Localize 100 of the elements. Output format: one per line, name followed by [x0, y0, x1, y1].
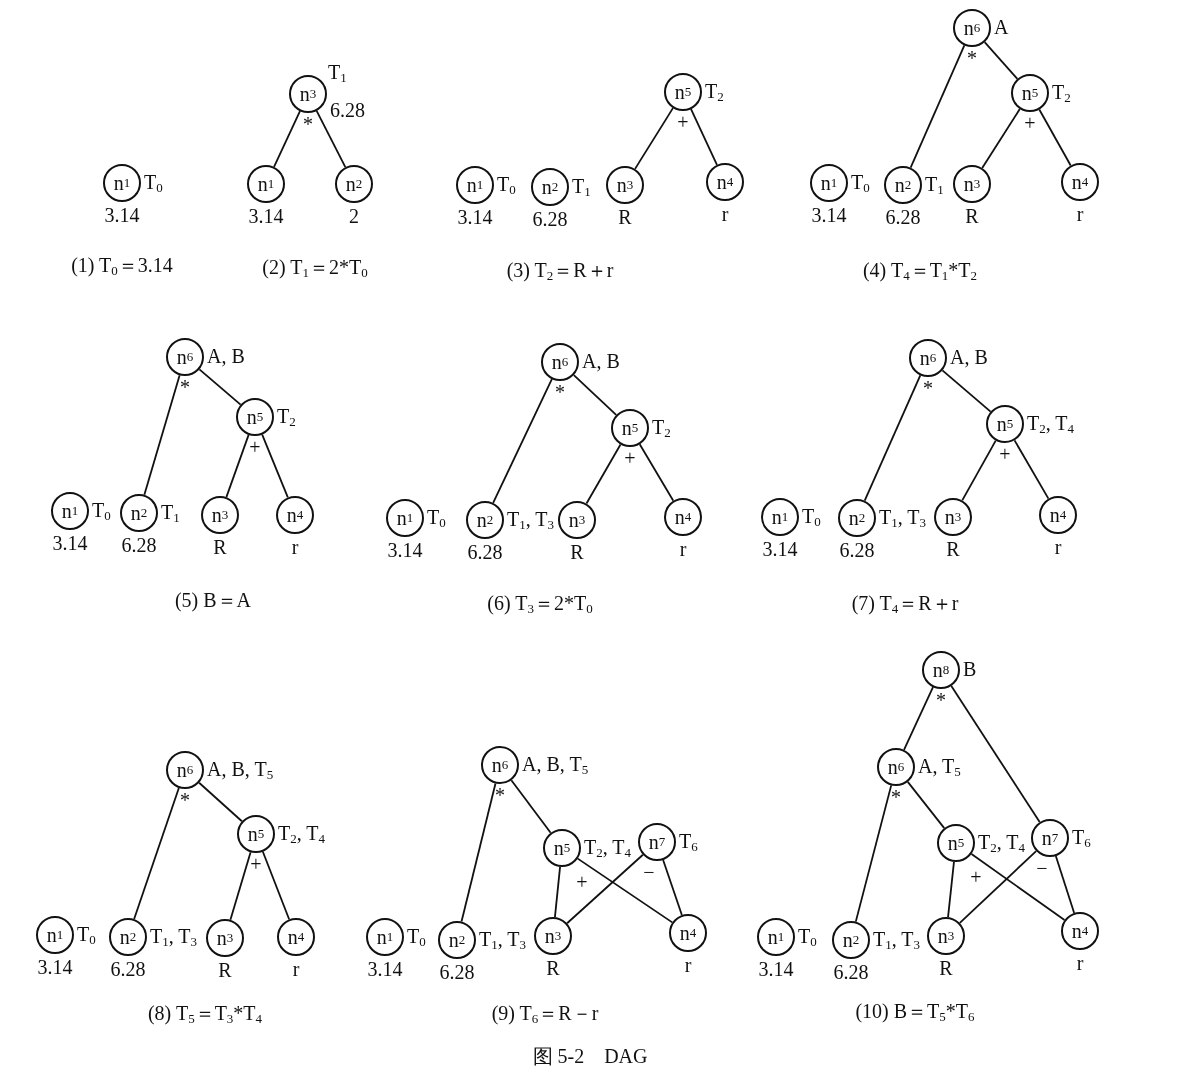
node-value: 6.28 — [885, 207, 921, 227]
edge-line — [198, 781, 243, 823]
node-value: 3.14 — [37, 957, 73, 977]
node-annotation: T$_{2}$, T$_{4}$ — [278, 823, 326, 843]
edge-line — [909, 44, 966, 169]
subfigure-caption: (1) T$_{0}$＝3.14 — [71, 255, 173, 275]
operator-symbol: + — [677, 112, 689, 132]
node-annotation: T$_{2}$, T$_{4}$ — [1027, 413, 1075, 433]
node-value: 3.14 — [457, 207, 493, 227]
node-annotation: T$_{1}$ — [572, 176, 591, 196]
operator-symbol: * — [891, 787, 901, 807]
subfigure-caption: (4) T$_{4}$＝T$_{1}$*T$_{2}$ — [862, 260, 978, 280]
node-annotation: A, B — [207, 346, 245, 366]
node-annotation: T$_{6}$ — [1072, 827, 1091, 847]
subfigure-caption: (10) B＝T$_{5}$*T$_{6}$ — [855, 1001, 975, 1021]
operator-symbol: − — [1036, 858, 1048, 878]
operator-symbol: + — [249, 437, 261, 457]
edge-line — [690, 108, 718, 166]
operator-symbol: + — [250, 854, 262, 874]
node-annotation: T$_{2}$, T$_{4}$ — [978, 832, 1026, 852]
edge-line — [1038, 108, 1072, 167]
node-annotation: T$_{1}$, T$_{3}$ — [873, 929, 921, 949]
node-value: r — [679, 539, 687, 559]
node-annotation: T$_{2}$ — [1052, 82, 1071, 102]
node-value: r — [721, 204, 729, 224]
edge-line — [261, 433, 289, 499]
edge-line — [133, 787, 180, 920]
edge-line — [903, 686, 934, 751]
node-value: 2 — [349, 206, 359, 226]
node-value: 6.28 — [833, 962, 869, 982]
subfigure-caption: (7) T$_{4}$＝R＋r — [851, 593, 959, 613]
edge-line — [638, 443, 675, 502]
node-value: 6.28 — [439, 962, 475, 982]
node-annotation: T$_{0}$ — [497, 174, 516, 194]
operator-symbol: + — [576, 872, 588, 892]
edge-line — [576, 857, 674, 924]
edge-line — [554, 866, 561, 918]
edge-line — [572, 374, 618, 416]
node-annotation: T$_{6}$ — [679, 831, 698, 851]
edge-line — [198, 368, 242, 406]
node-annotation: T$_{0}$ — [77, 924, 96, 944]
node-annotation: T$_{0}$ — [407, 926, 426, 946]
edge-line — [273, 110, 301, 168]
node-value: r — [1076, 204, 1084, 224]
operator-symbol: * — [967, 48, 977, 68]
node-value: 3.14 — [811, 205, 847, 225]
node-value: R — [546, 958, 560, 978]
node-annotation: A, B — [950, 347, 988, 367]
node-annotation: T$_{1}$, T$_{3}$ — [879, 507, 927, 527]
node-value: 3.14 — [52, 533, 88, 553]
node-annotation: A, B, T$_{5}$ — [522, 754, 589, 774]
operator-symbol: * — [303, 114, 313, 134]
node-value: R — [570, 542, 584, 562]
node-value: R — [218, 960, 232, 980]
node-value: 6.28 — [532, 209, 568, 229]
edge-line — [854, 784, 893, 923]
operator-symbol: * — [495, 785, 505, 805]
node-annotation: T$_{0}$ — [427, 507, 446, 527]
node-value: r — [1076, 953, 1084, 973]
figure-caption: 图 5-2 DAG — [532, 1046, 648, 1066]
node-value: 3.14 — [104, 205, 140, 225]
node-annotation: T$_{1}$, T$_{3}$ — [479, 929, 527, 949]
node-value: 6.28 — [110, 959, 146, 979]
edge-line — [950, 685, 1041, 823]
operator-symbol: + — [1024, 113, 1036, 133]
node-value: 6.28 — [330, 100, 365, 120]
node-value: r — [291, 537, 299, 557]
node-annotation: T$_{0}$ — [802, 506, 821, 526]
edge-line — [906, 781, 946, 829]
edge-line — [510, 779, 552, 834]
edge-line — [262, 850, 290, 921]
edge-line — [941, 369, 992, 413]
subfigure-caption: (5) B＝A — [174, 590, 252, 610]
edge-line — [981, 108, 1021, 169]
subfigure-caption: (9) T$_{6}$＝R－r — [491, 1003, 599, 1023]
edge-line — [566, 853, 644, 925]
node-annotation: T$_{2}$, T$_{4}$ — [584, 837, 632, 857]
operator-symbol: * — [555, 382, 565, 402]
node-value: 6.28 — [839, 540, 875, 560]
node-annotation: T$_{0}$ — [144, 172, 163, 192]
edge-line — [970, 853, 1066, 921]
edge-line — [229, 851, 252, 921]
operator-symbol: * — [180, 790, 190, 810]
edge-line — [958, 850, 1038, 924]
node-annotation: A, B — [582, 351, 620, 371]
node-annotation: T$_{0}$ — [798, 926, 817, 946]
edge-line — [947, 861, 955, 918]
operator-symbol: − — [643, 862, 655, 882]
node-annotation: T$_{2}$ — [652, 417, 671, 437]
node-annotation: A, T$_{5}$ — [918, 756, 961, 776]
node-annotation: T$_{0}$ — [92, 500, 111, 520]
edge-line — [315, 110, 347, 168]
edge-line — [863, 374, 922, 502]
node-annotation: A — [994, 17, 1009, 37]
node-value: r — [292, 959, 300, 979]
edge-line — [1054, 855, 1076, 914]
node-value: 3.14 — [367, 959, 403, 979]
edge-line — [634, 107, 674, 170]
node-value: 3.14 — [387, 540, 423, 560]
node-value: r — [1054, 537, 1062, 557]
